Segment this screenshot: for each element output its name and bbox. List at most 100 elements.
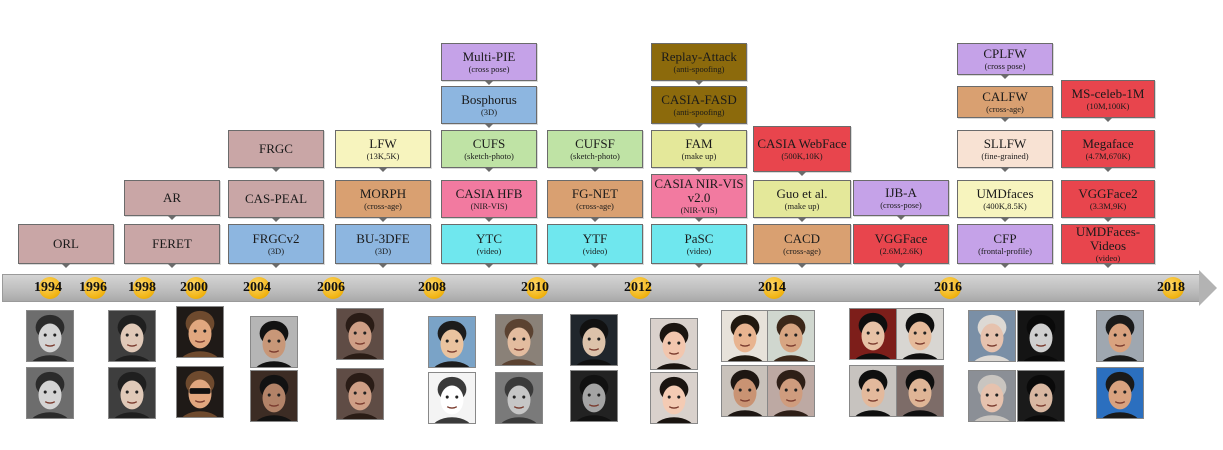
box-pointer bbox=[797, 217, 807, 222]
dataset-box-cas-peal: CAS-PEAL bbox=[228, 180, 324, 222]
dataset-name: CALFW bbox=[982, 89, 1028, 105]
face-photo-vggface bbox=[849, 365, 897, 417]
dataset-box-ms-celeb-1m: MS-celeb-1M(10M,100K) bbox=[1061, 80, 1155, 122]
box-pointer bbox=[694, 80, 704, 85]
dataset-box-sllfw: SLLFW(fine-grained) bbox=[957, 130, 1053, 172]
year-label: 2004 bbox=[243, 280, 271, 295]
year-dot bbox=[423, 277, 445, 299]
dataset-box-multi-pie: Multi-PIE(cross pose) bbox=[441, 43, 537, 85]
dataset-box-pasc: PaSC(video) bbox=[651, 224, 747, 268]
face-photo-ytc bbox=[495, 372, 543, 424]
box-pointer bbox=[1103, 217, 1113, 222]
dataset-name: YTF bbox=[582, 231, 608, 247]
dataset-detail: (cross pose) bbox=[984, 60, 1026, 71]
dataset-detail: (frontal-profile) bbox=[978, 245, 1032, 256]
dataset-name: CASIA-FASD bbox=[661, 92, 737, 108]
box-pointer bbox=[797, 171, 807, 176]
dataset-box-cufs: CUFS(sketch-photo) bbox=[441, 130, 537, 172]
year-marker-2018: 2018 bbox=[1151, 277, 1191, 299]
dataset-detail: (sketch-photo) bbox=[570, 150, 620, 161]
dataset-detail: (make up) bbox=[681, 150, 717, 161]
face-photo-umdfaces bbox=[1017, 370, 1065, 422]
dataset-box-morph: MORPH(cross-age) bbox=[335, 180, 431, 222]
dataset-box-ytc: YTC(video) bbox=[441, 224, 537, 268]
face-photo-umdfaces bbox=[968, 370, 1016, 422]
year-dot bbox=[526, 277, 548, 299]
dataset-detail: (3D) bbox=[267, 245, 285, 256]
dataset-box-replay-attack: Replay-Attack(anti-spoofing) bbox=[651, 43, 747, 85]
dataset-name: PaSC bbox=[684, 231, 714, 247]
box-pointer bbox=[590, 263, 600, 268]
box-pointer bbox=[1000, 167, 1010, 172]
dataset-name: Guo et al. bbox=[776, 186, 828, 202]
box-pointer bbox=[484, 167, 494, 172]
face-photo-feret bbox=[176, 306, 224, 358]
dataset-detail: (13K,5K) bbox=[366, 150, 400, 161]
dataset-name: MORPH bbox=[359, 186, 407, 202]
dataset-box-cufsf: CUFSF(sketch-photo) bbox=[547, 130, 643, 172]
dataset-box-feret: FERET bbox=[124, 224, 220, 268]
dataset-box-calfw: CALFW(cross-age) bbox=[957, 86, 1053, 122]
dataset-box-megaface: Megaface(4.7M,670K) bbox=[1061, 130, 1155, 172]
box-pointer bbox=[1103, 117, 1113, 122]
dataset-box-casia-hfb: CASIA HFB(NIR-VIS) bbox=[441, 180, 537, 222]
dataset-box-vggface2: VGGFace2(3.3M,9K) bbox=[1061, 180, 1155, 222]
dataset-detail: (cross-age) bbox=[576, 200, 614, 211]
dataset-box-lfw: LFW(13K,5K) bbox=[335, 130, 431, 172]
face-photo-lfw bbox=[336, 308, 384, 360]
year-label: 1998 bbox=[128, 280, 156, 295]
year-label: 2008 bbox=[418, 280, 446, 295]
dataset-name: YTC bbox=[476, 231, 502, 247]
face-photo-frgc bbox=[250, 316, 298, 368]
box-pointer bbox=[1000, 117, 1010, 122]
dataset-detail: (sketch-photo) bbox=[464, 150, 514, 161]
dataset-name: Megaface bbox=[1082, 136, 1134, 152]
dataset-detail: (video) bbox=[1095, 252, 1121, 263]
box-pointer bbox=[484, 263, 494, 268]
dataset-box-ar: AR bbox=[124, 180, 220, 220]
box-pointer bbox=[590, 217, 600, 222]
face-photo-msceleb bbox=[1096, 367, 1144, 419]
year-label: 2012 bbox=[624, 280, 652, 295]
dataset-name: Bosphorus bbox=[461, 92, 517, 108]
year-dot bbox=[939, 277, 961, 299]
dataset-detail: (500K,10K) bbox=[781, 150, 823, 161]
face-photo-vggface bbox=[849, 308, 897, 360]
dataset-box-casia-fasd: CASIA-FASD(anti-spoofing) bbox=[651, 86, 747, 128]
year-dot bbox=[133, 277, 155, 299]
dataset-box-vggface: VGGFace(2.6M,2.6K) bbox=[853, 224, 949, 268]
year-marker-2000: 2000 bbox=[174, 277, 214, 299]
face-photo-child bbox=[721, 310, 769, 362]
dataset-box-fam: FAM(make up) bbox=[651, 130, 747, 172]
dataset-box-ijb-a: IJB-A(cross-pose) bbox=[853, 180, 949, 220]
year-label: 2016 bbox=[934, 280, 962, 295]
box-pointer bbox=[1103, 263, 1113, 268]
face-photo-adult bbox=[767, 365, 815, 417]
face-photo-vggface bbox=[896, 308, 944, 360]
box-pointer bbox=[1000, 74, 1010, 79]
dataset-detail: (cross pose) bbox=[468, 63, 510, 74]
dataset-detail: (3D) bbox=[480, 106, 498, 117]
dataset-box-bosphorus: Bosphorus(3D) bbox=[441, 86, 537, 128]
box-pointer bbox=[694, 167, 704, 172]
face-photo-ar bbox=[108, 367, 156, 419]
year-label: 2014 bbox=[758, 280, 786, 295]
box-pointer bbox=[271, 217, 281, 222]
face-photo-msceleb bbox=[1096, 310, 1144, 362]
dataset-box-casia-nir-vis-v2-0: CASIA NIR-VIS v2.0(NIR-VIS) bbox=[651, 174, 747, 222]
dataset-name: CASIA NIR-VIS v2.0 bbox=[654, 176, 744, 206]
dataset-box-ytf: YTF(video) bbox=[547, 224, 643, 268]
dataset-box-frgc: FRGC bbox=[228, 130, 324, 172]
dataset-name: CACD bbox=[783, 231, 821, 247]
dataset-detail: (cross-pose) bbox=[880, 199, 922, 210]
face-photo-feret-sunglasses bbox=[176, 366, 224, 418]
dataset-detail: (anti-spoofing) bbox=[673, 106, 725, 117]
dataset-name: FG-NET bbox=[571, 186, 619, 202]
year-label: 1994 bbox=[34, 280, 62, 295]
box-pointer bbox=[896, 215, 906, 220]
dataset-name: CFP bbox=[993, 231, 1017, 247]
face-photo-adult bbox=[721, 365, 769, 417]
box-pointer bbox=[1000, 263, 1010, 268]
dataset-detail: (cross-age) bbox=[783, 245, 821, 256]
